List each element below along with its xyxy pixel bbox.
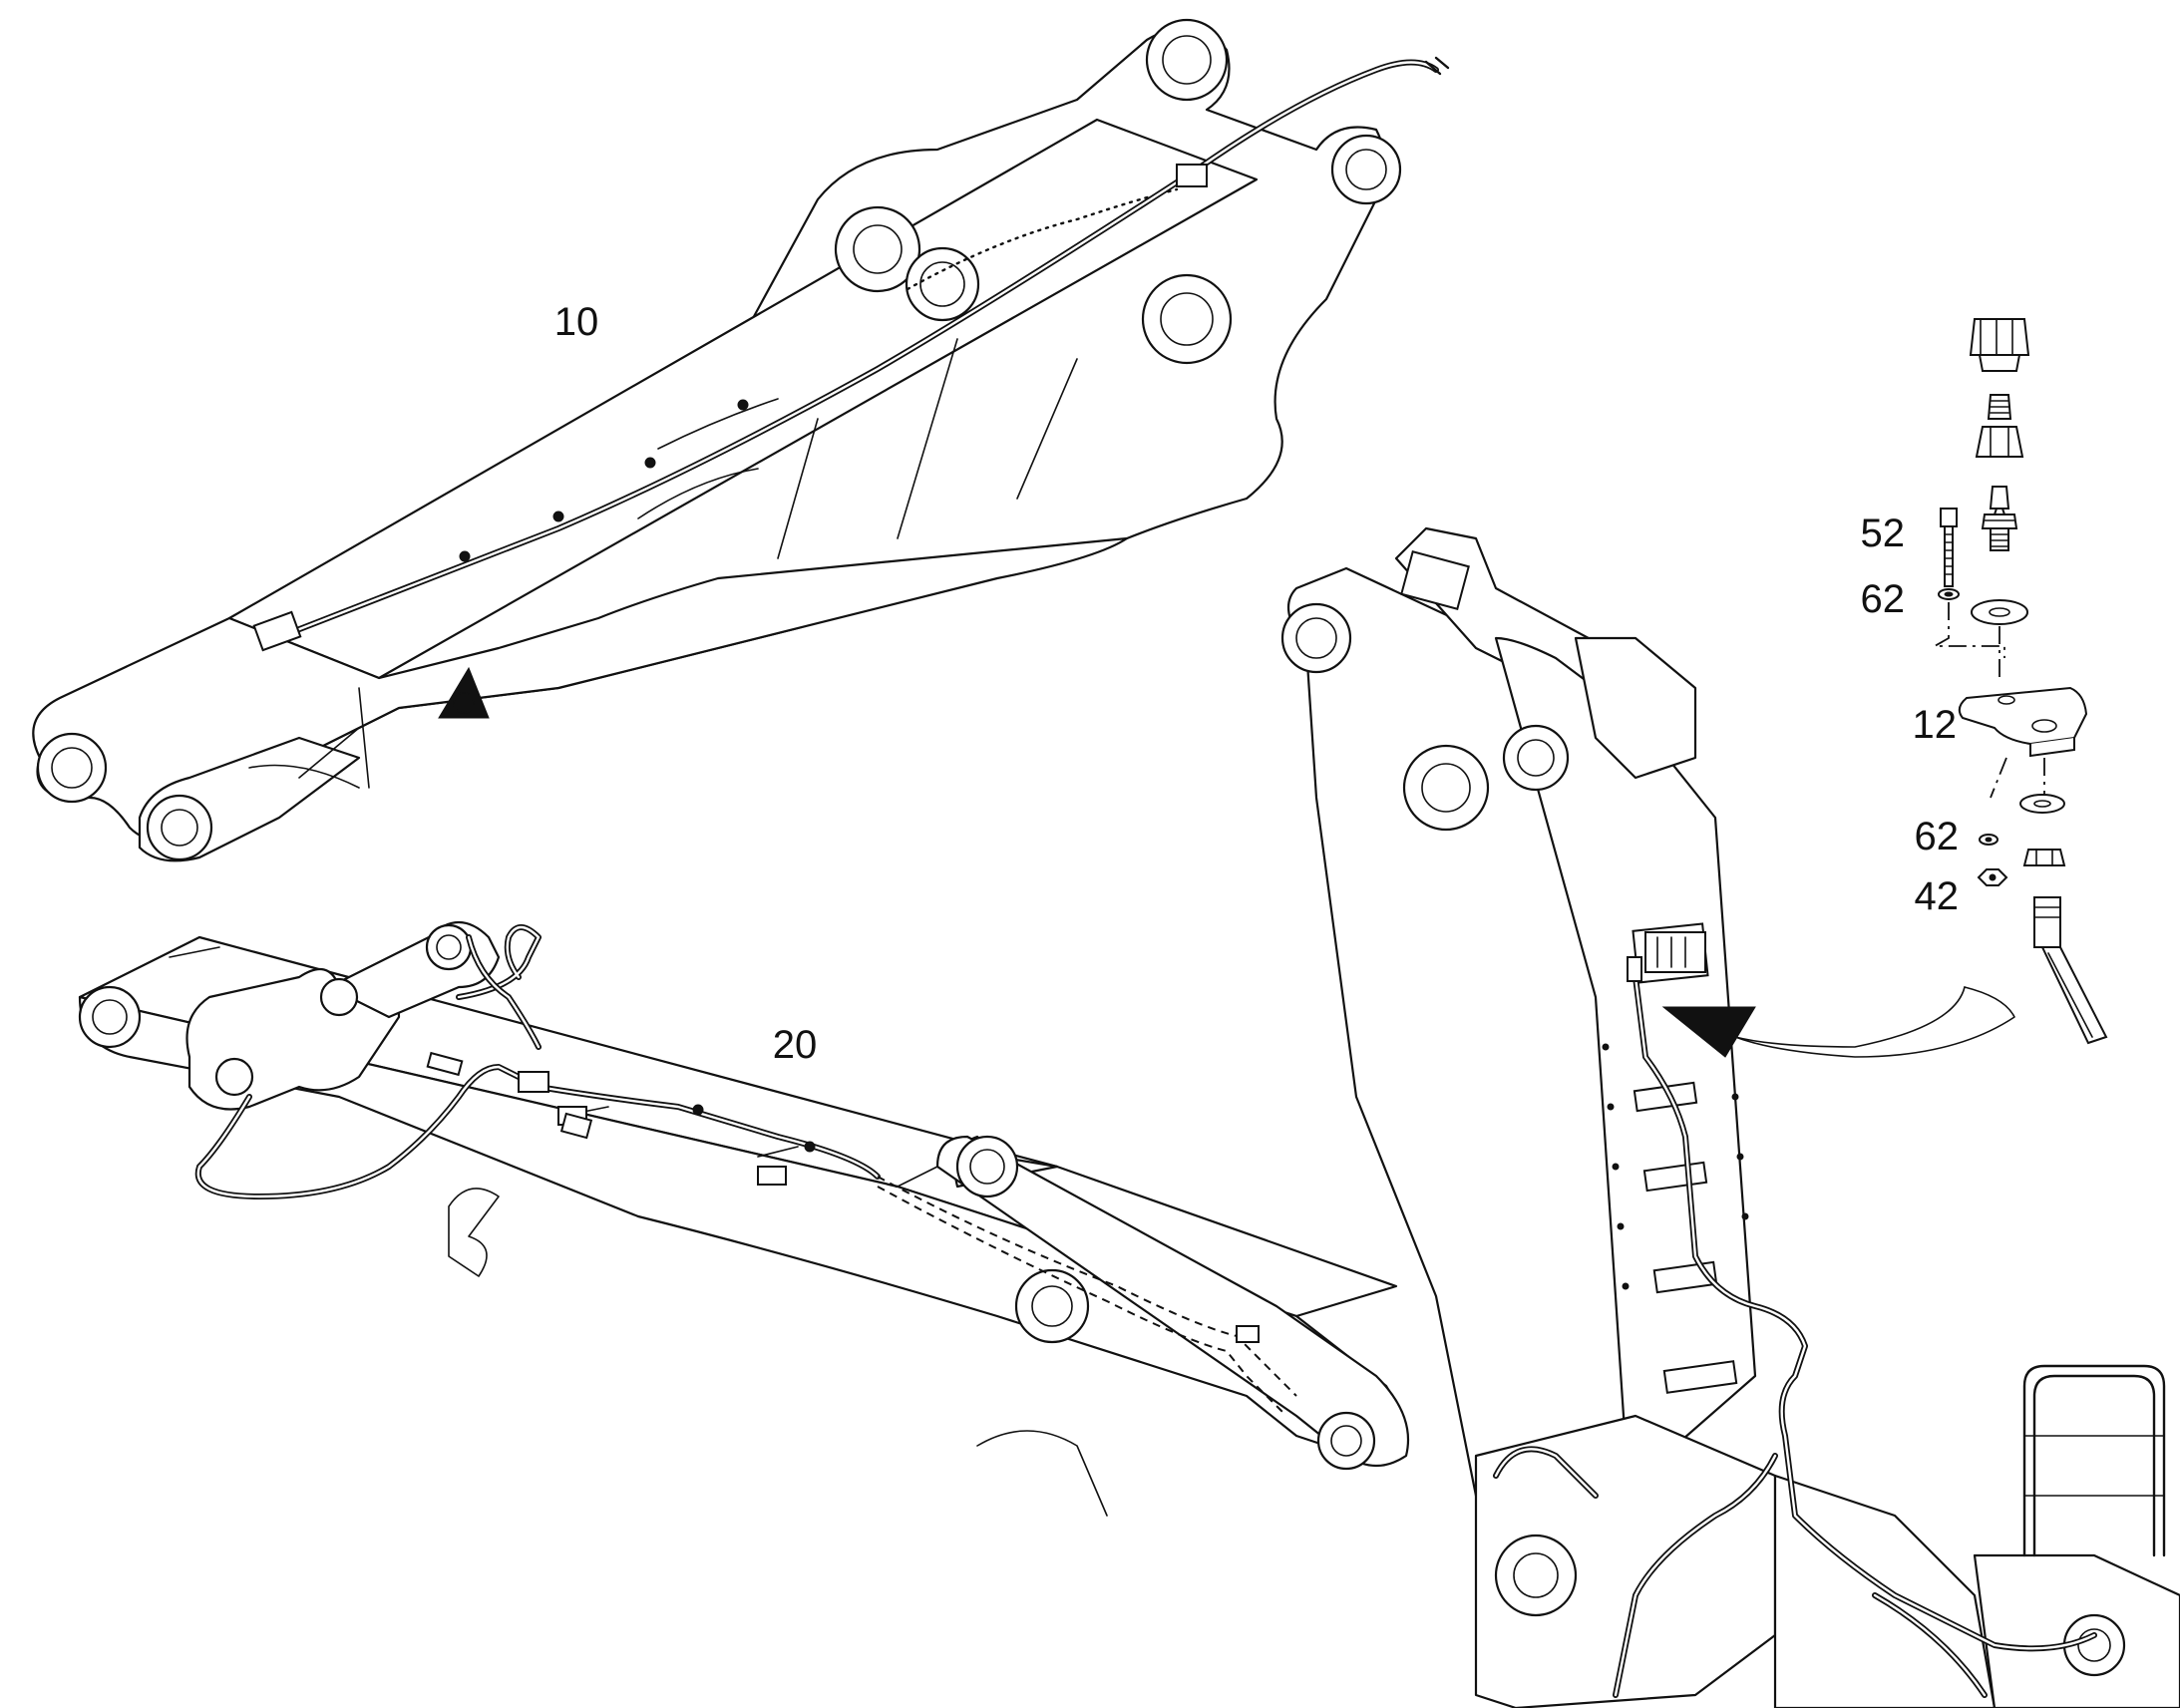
callout-part-42: 42 [1915,874,1960,918]
callout-part-62-upper: 62 [1861,577,1906,621]
boom-assembly-10: 10 [32,18,1450,862]
exploded-fitting-stack [1931,318,2108,1045]
upright-boom-assembly [1280,526,2180,1708]
callout-assembly-10: 10 [554,300,599,344]
callout-part-62-lower: 62 [1915,815,1960,858]
part-callouts: 52 62 12 62 42 [1861,512,1960,918]
callout-part-52: 52 [1861,512,1906,555]
callout-assembly-20: 20 [773,1023,818,1067]
callout-part-12: 12 [1913,703,1958,747]
boom-assembly-20: 20 [78,921,1410,1517]
